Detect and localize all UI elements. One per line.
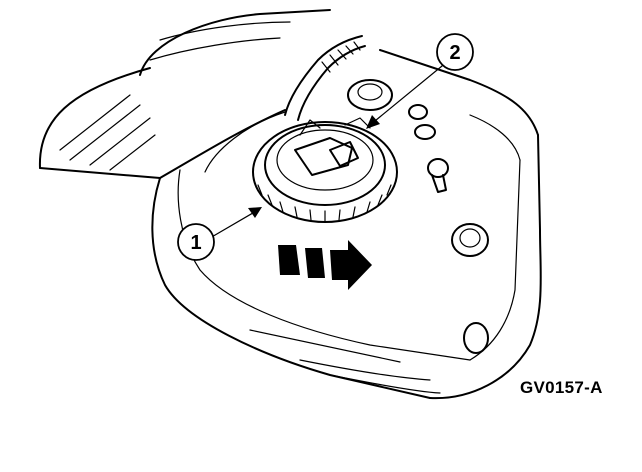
- fuel-pump-module: [294, 117, 371, 176]
- fuel-pump-lock-ring: [252, 121, 398, 223]
- callout-1: 1: [177, 207, 262, 261]
- tank-fittings: [347, 79, 489, 354]
- rotation-arrows: [278, 240, 372, 290]
- fuel-tank-body: [38, 9, 542, 400]
- callout-1-label: 1: [190, 232, 201, 254]
- callout-2: 2: [366, 33, 474, 129]
- callout-2-label: 2: [449, 42, 460, 64]
- figure-id: GV0157-A: [520, 378, 603, 397]
- vent-hose: [284, 35, 366, 121]
